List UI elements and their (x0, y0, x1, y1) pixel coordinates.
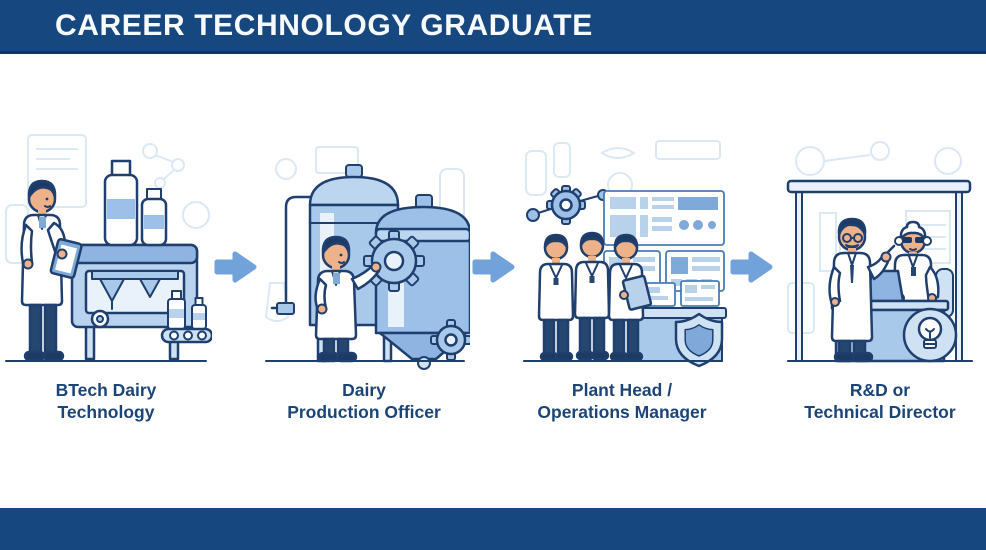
display-frame (786, 179, 972, 362)
shield-icon (674, 312, 724, 368)
stage-label-line1: Dairy (342, 380, 386, 400)
process-gear-icon (526, 185, 609, 225)
stage-label: Dairy Production Officer (287, 379, 441, 423)
page-title: CAREER TECHNOLOGY GRADUATE (55, 8, 593, 42)
arrow-1 (212, 57, 258, 288)
stage-label: R&D or Technical Director (804, 379, 955, 423)
conveyor-belt (160, 290, 212, 344)
stage-plant-head-operations-manager: Plant Head / Operations Manager (516, 57, 728, 423)
student-figure (20, 179, 83, 362)
stage-label: Plant Head / Operations Manager (537, 379, 706, 423)
milk-processing-machine (70, 243, 199, 361)
student-with-clipboard-and-milk-machine-illustration (5, 134, 212, 362)
right-arrow-icon (730, 251, 773, 283)
footer-bar (0, 508, 986, 550)
technician-figure (314, 235, 382, 363)
technician-with-tanks-illustration (264, 146, 470, 370)
right-arrow-icon (214, 251, 257, 283)
team-member-figure (537, 233, 575, 362)
stage-label-line1: BTech Dairy (55, 380, 157, 400)
arrow-3 (728, 57, 774, 288)
team-member-figure (573, 231, 611, 361)
team-with-control-panels-illustration (523, 140, 727, 368)
stage-label: BTech Dairy Technology (56, 379, 157, 423)
senior-researcher-figure (892, 220, 940, 303)
background-decor (5, 134, 210, 264)
arrow-2 (470, 57, 516, 288)
stage-label-line2: Technical Director (804, 402, 956, 422)
stage-label-line2: Production Officer (287, 402, 441, 422)
small-gear-icon (430, 319, 470, 361)
team-member-figure-with-clipboard (607, 233, 653, 362)
stage-label-line1: R&D or (849, 380, 911, 400)
stage-label-line1: Plant Head / (571, 380, 673, 400)
stage-label-line2: Technology (57, 402, 155, 422)
stage-btech-dairy-technology: BTech Dairy Technology (0, 57, 212, 423)
pipes-and-valve (270, 195, 318, 315)
director-figure (828, 217, 896, 363)
stage-label-line2: Operations Manager (537, 402, 707, 422)
stage-rnd-technical-director: R&D or Technical Director (774, 57, 986, 423)
career-stages-row: BTech Dairy Technology (0, 57, 986, 423)
right-arrow-icon (472, 251, 515, 283)
header-bar: CAREER TECHNOLOGY GRADUATE (0, 0, 986, 54)
researchers-at-desk-illustration (786, 141, 973, 363)
stage-dairy-production-officer: Dairy Production Officer (258, 57, 470, 423)
gear-icon (363, 230, 425, 292)
lightbulb-icon (902, 307, 958, 363)
milk-bottles (103, 159, 168, 247)
